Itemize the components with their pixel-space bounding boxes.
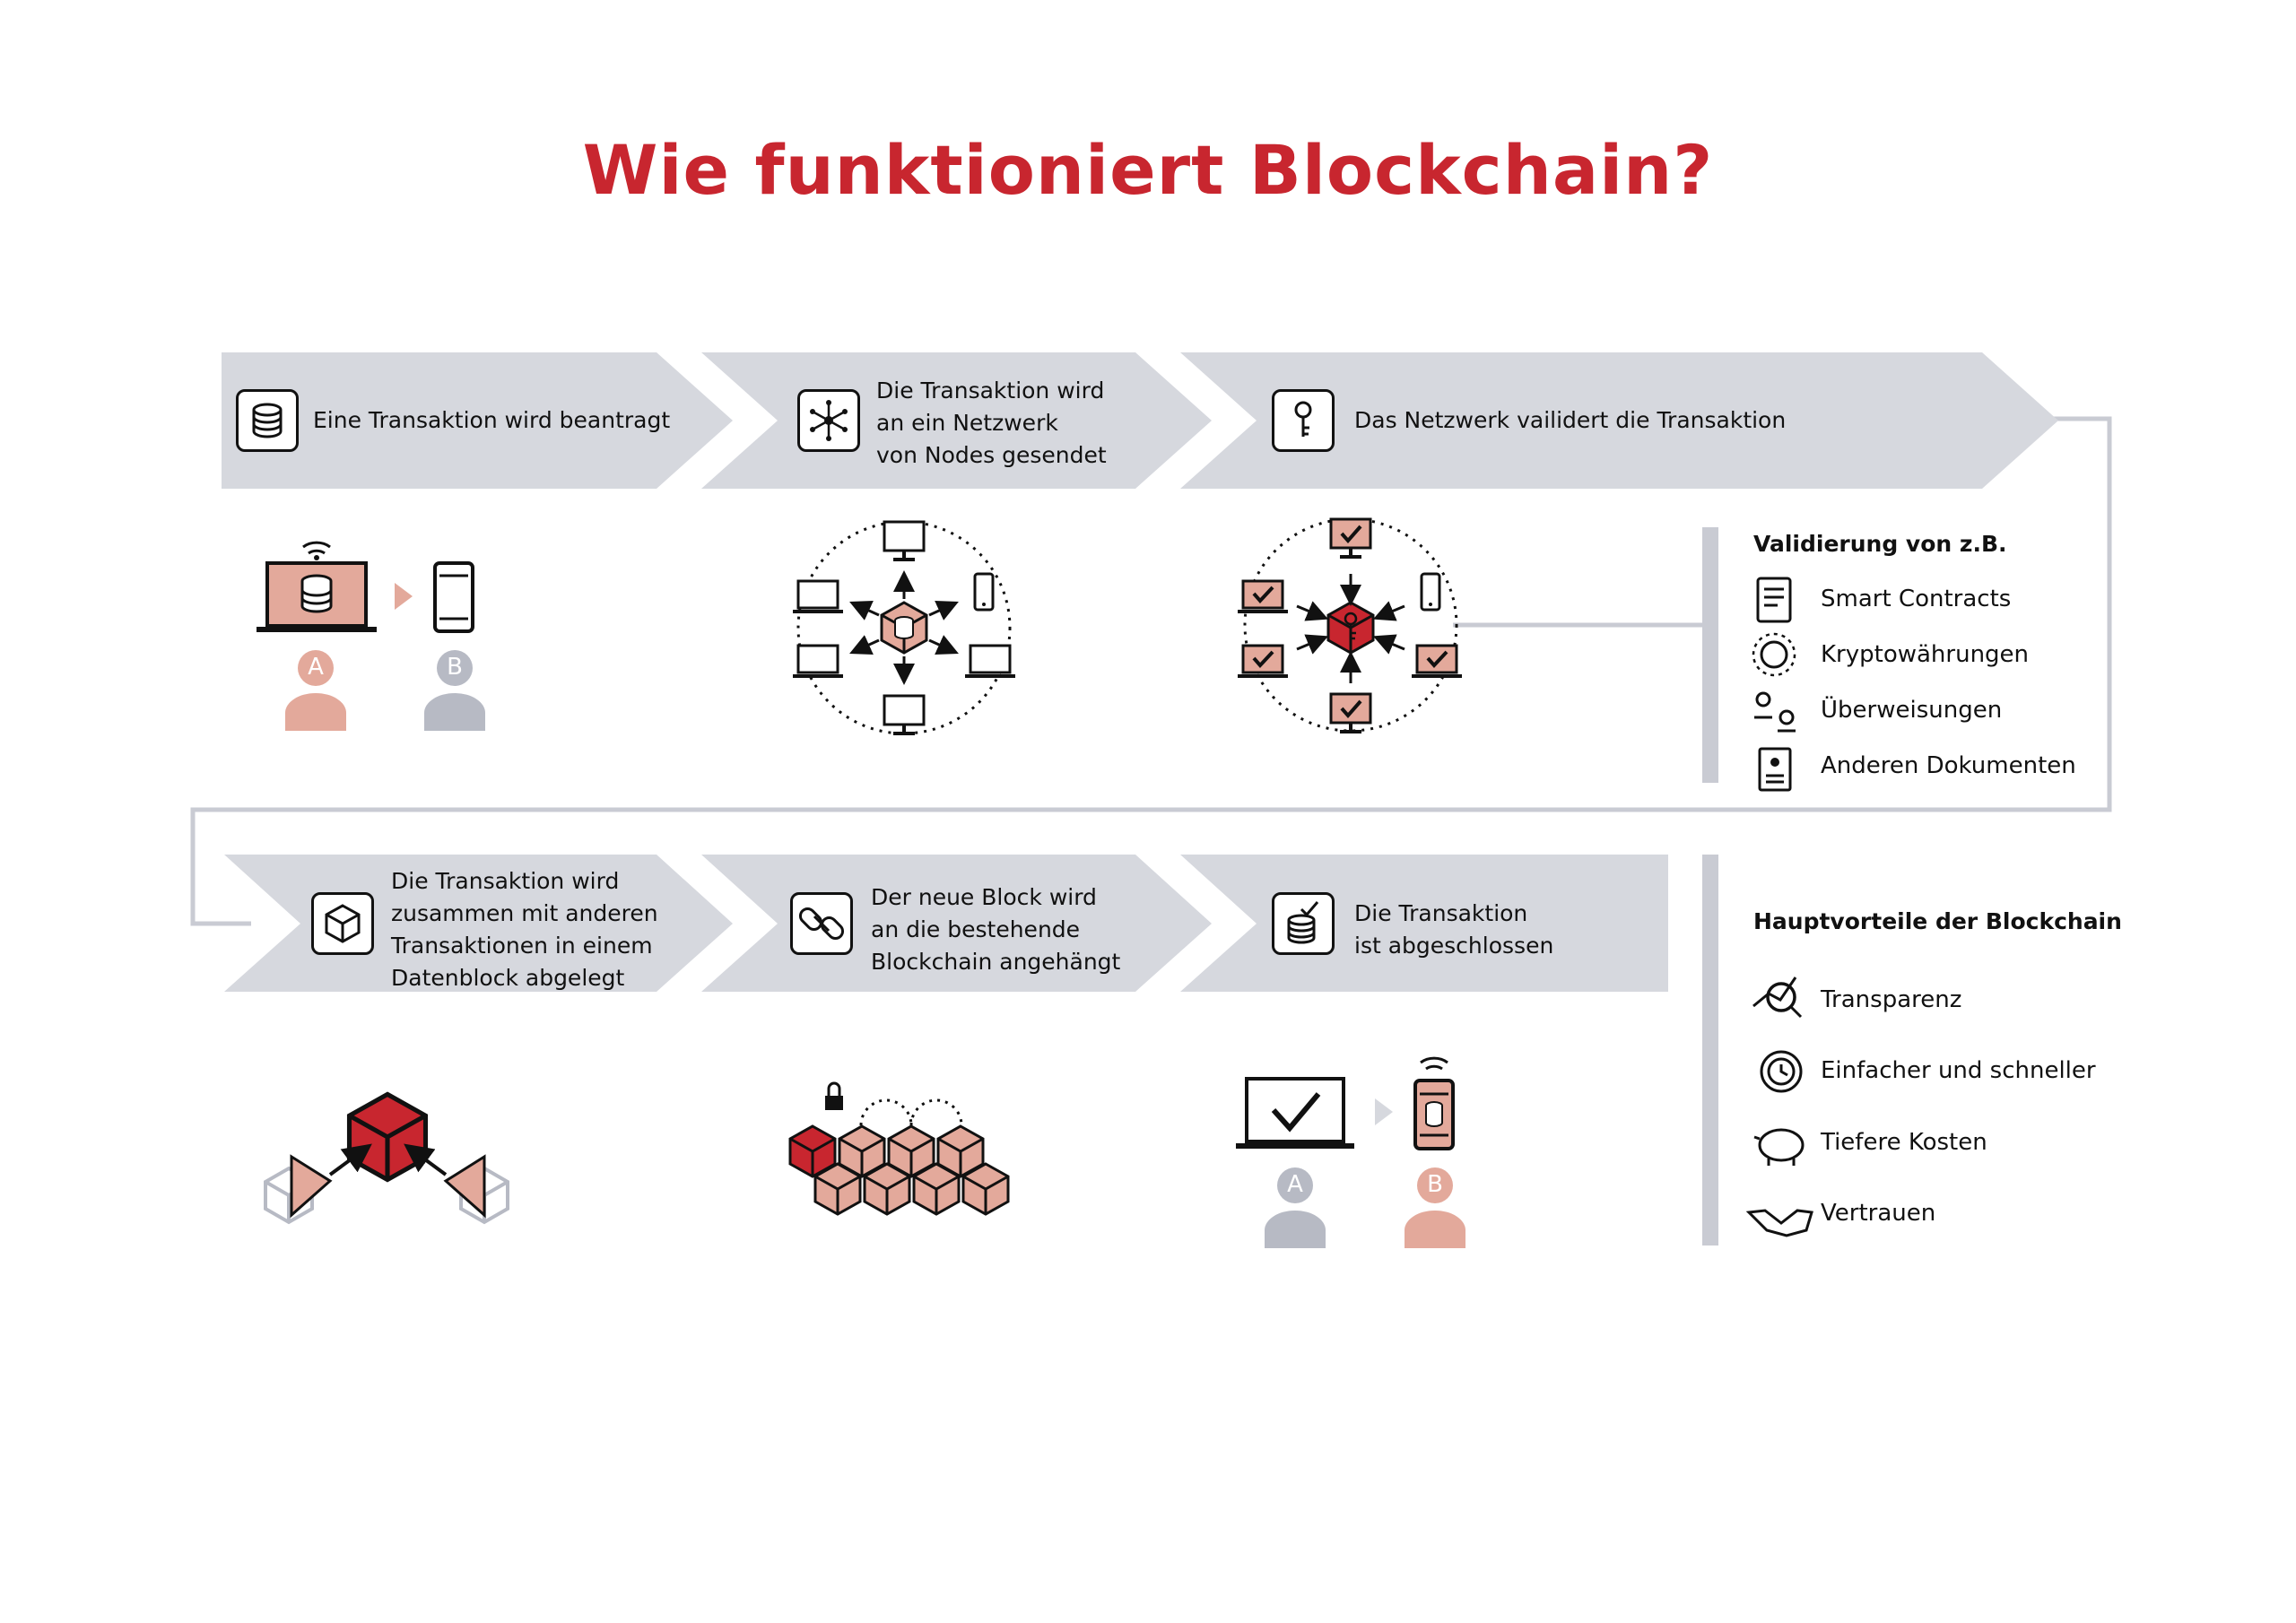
validation-item-crypto: Kryptowährungen	[1821, 641, 2030, 668]
step-4-text: Die Transaktion wird zusammen mit andere…	[391, 868, 658, 991]
phone-illustration	[433, 561, 474, 633]
step-3-chevron	[1180, 352, 2058, 489]
magnifier-icon	[1752, 976, 1803, 1019]
step-2-chevron	[701, 352, 1212, 489]
step-6-text: Die Transaktion ist abgeschlossen	[1354, 900, 1554, 959]
transfer-arrow-2	[1375, 1098, 1393, 1125]
laptop-illustration	[257, 541, 377, 632]
step-6-chevron	[1180, 855, 1668, 992]
step-4-chevron	[224, 855, 733, 992]
benefits-panel-bar	[1702, 855, 1718, 1245]
completed-laptop-illustration	[1236, 1077, 1354, 1149]
benefit-item-faster: Einfacher und schneller	[1821, 1057, 2096, 1084]
person-a-label: A	[308, 654, 324, 681]
step-2-text: Die Transaktion wird an ein Netzwerk von…	[876, 378, 1107, 468]
document-icon	[1758, 747, 1792, 792]
person-a-sender	[285, 650, 346, 731]
person-a-completed	[1265, 1167, 1326, 1248]
step-3-text: Das Netzwerk vailidert die Transaktion	[1354, 407, 1787, 433]
key-icon	[1272, 389, 1335, 452]
validation-panel-bar	[1702, 527, 1718, 783]
step-5-chevron	[701, 855, 1212, 992]
validation-item-smart-contracts: Smart Contracts	[1821, 586, 2012, 612]
validation-panel-title: Validierung von z.B.	[1753, 531, 2007, 557]
person-b-label: B	[447, 654, 463, 681]
validation-item-documents: Anderen Dokumenten	[1821, 752, 2076, 779]
page-title: Wie funktioniert Blockchain?	[582, 130, 1714, 210]
cube-icon	[311, 892, 374, 955]
crypto-icon	[1752, 632, 1796, 677]
validation-illustration	[1236, 517, 1464, 733]
step-1-chevron	[222, 352, 733, 489]
person-a-completed-label: A	[1287, 1171, 1303, 1198]
database-icon	[236, 389, 299, 452]
benefit-item-lower-costs: Tiefere Kosten	[1821, 1129, 1987, 1156]
chain-link-icon	[790, 892, 853, 955]
blockchain-illustration	[788, 1081, 1010, 1216]
flow-connector-line	[190, 416, 2112, 926]
handshake-icon	[1745, 1209, 1813, 1237]
benefits-panel-title: Hauptvorteile der Blockchain	[1753, 908, 2122, 934]
transfer-arrow	[395, 583, 413, 610]
validation-item-transfers: Überweisungen	[1821, 697, 2003, 724]
benefit-item-trust: Vertrauen	[1821, 1200, 1936, 1227]
step-1-text: Eine Transaktion wird beantragt	[313, 407, 671, 433]
person-b-completed-label: B	[1427, 1171, 1443, 1198]
person-b-completed	[1405, 1167, 1465, 1248]
block-assembly-illustration	[264, 1094, 509, 1224]
completed-phone-illustration	[1413, 1056, 1455, 1150]
step-5-text: Der neue Block wird an die bestehende Bl…	[871, 884, 1121, 975]
network-icon	[797, 389, 860, 452]
clock-icon	[1760, 1050, 1803, 1093]
person-b-receiver	[424, 650, 485, 731]
transfer-icon	[1754, 691, 1796, 733]
database-check-icon	[1272, 892, 1335, 955]
piggy-bank-icon	[1753, 1128, 1805, 1166]
benefit-item-transparency: Transparenz	[1821, 986, 1962, 1013]
network-broadcast-illustration	[791, 520, 1017, 735]
contract-icon	[1756, 577, 1792, 623]
